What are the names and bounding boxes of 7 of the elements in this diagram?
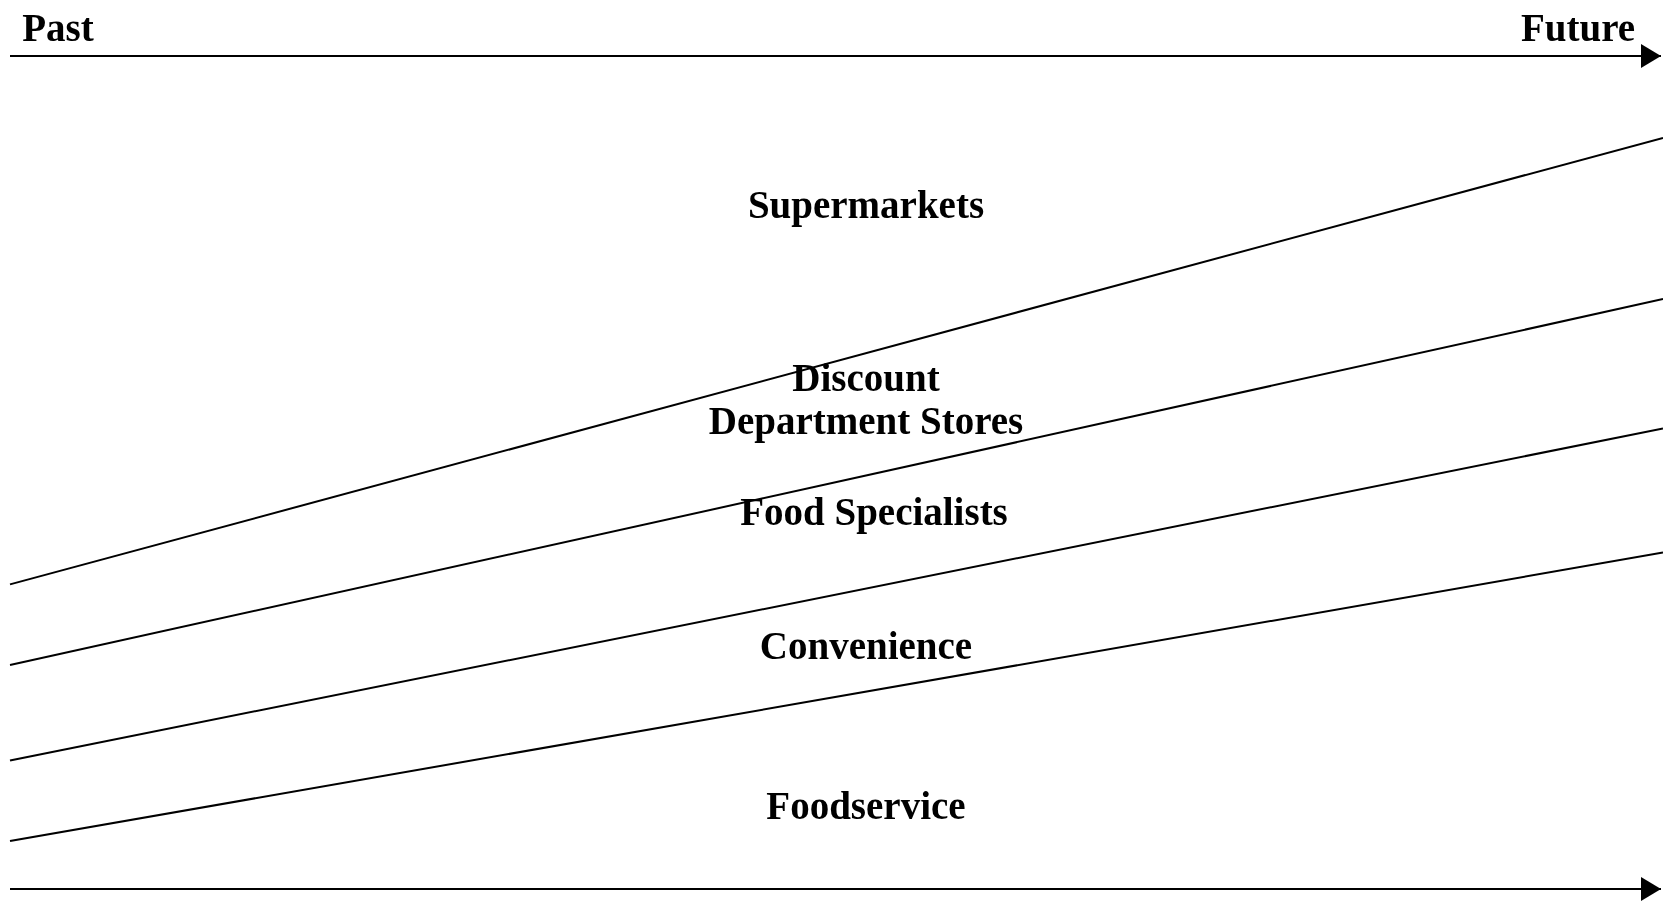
category-label: Supermarkets [746, 183, 986, 226]
category-label: Foodservice [765, 784, 967, 827]
category-label: Convenience [758, 624, 974, 667]
axis-label: Future [1519, 6, 1637, 49]
axis-label: Past [21, 6, 95, 49]
category-label: Food Specialists [739, 490, 1009, 533]
category-label: Discount Department Stores [707, 356, 1025, 442]
